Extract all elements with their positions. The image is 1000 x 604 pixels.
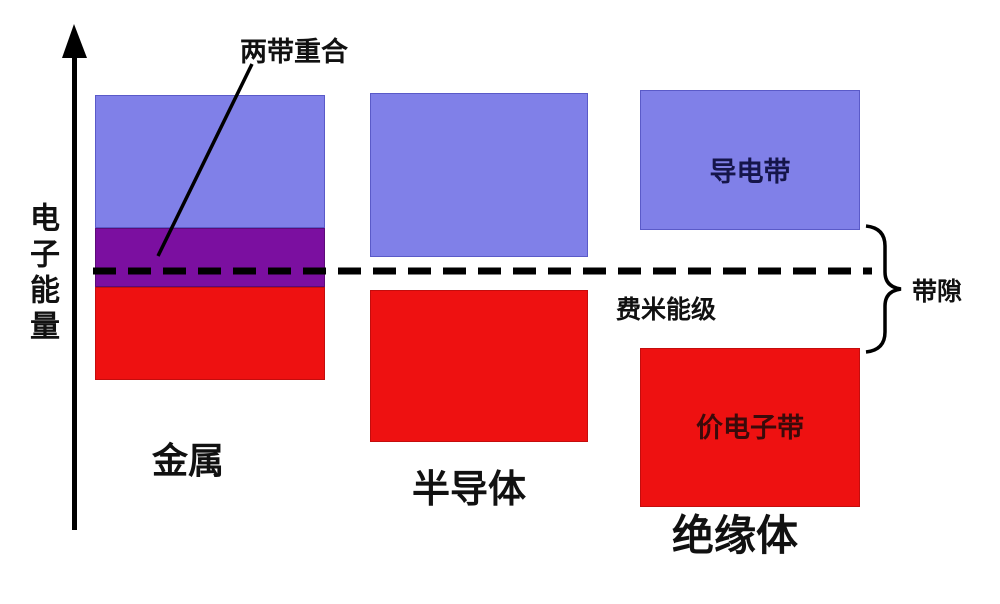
insulator-conduction-band bbox=[640, 90, 860, 230]
semiconductor-column-label: 半导体 bbox=[412, 469, 527, 511]
bandgap-brace-icon bbox=[865, 224, 902, 354]
metal-conduction-band bbox=[95, 95, 325, 228]
insulator-valence-band bbox=[640, 348, 860, 507]
metal-overlap-band bbox=[95, 228, 325, 287]
overlap-annotation: 两带重合 bbox=[240, 37, 348, 67]
conduction-band-label: 导电带 bbox=[709, 157, 791, 187]
semiconductor-conduction-band bbox=[370, 93, 588, 257]
semiconductor-valence-band bbox=[370, 290, 588, 442]
bandgap-label: 带隙 bbox=[912, 278, 963, 306]
energy-axis bbox=[62, 24, 87, 530]
energy-axis-label: 电子能量 bbox=[25, 202, 58, 346]
axis-arrowhead-icon bbox=[62, 24, 87, 58]
insulator-column-label: 绝缘体 bbox=[672, 512, 799, 559]
metal-valence-band bbox=[95, 287, 325, 380]
fermi-level-label: 费米能级 bbox=[616, 296, 717, 324]
valence-band-label: 价电子带 bbox=[696, 413, 804, 443]
metal-column-label: 金属 bbox=[152, 440, 225, 481]
